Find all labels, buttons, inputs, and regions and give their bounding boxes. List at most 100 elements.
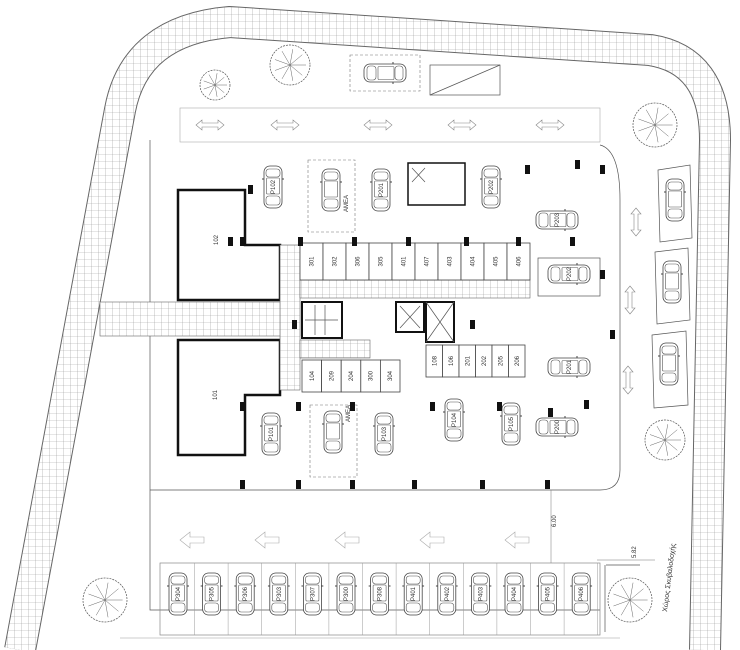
- parking-space: P104: [443, 398, 465, 442]
- storage-room: 404: [460, 242, 485, 281]
- parking-space-label: P306: [243, 586, 249, 601]
- storage-room: 201: [458, 344, 476, 378]
- tree-icon: [607, 577, 653, 623]
- parking-space: P102: [262, 165, 284, 209]
- direction-arrow-icon: [535, 119, 565, 131]
- storage-room: 300: [360, 359, 381, 393]
- column: [548, 408, 553, 417]
- tree-icon: [82, 577, 128, 623]
- column: [406, 237, 411, 246]
- storage-room: 302: [322, 242, 347, 281]
- parking-space-label: P201: [567, 359, 573, 374]
- parking-space-label: P200: [555, 419, 561, 434]
- tree-icon: [199, 69, 231, 101]
- unit-label: 101: [213, 389, 219, 400]
- storage-room: 301: [299, 242, 324, 281]
- column: [497, 402, 502, 411]
- parking-space-label: P405: [546, 586, 552, 601]
- column: [575, 160, 580, 169]
- direction-arrow-icon: [504, 531, 530, 549]
- parking-space: P201: [547, 356, 591, 378]
- storage-room: 406: [506, 242, 531, 281]
- column: [296, 480, 301, 489]
- parking-space-label: P308: [378, 586, 384, 601]
- parking-space: P103: [373, 412, 395, 456]
- service-room: [407, 162, 466, 206]
- accessible-parking-space: [322, 410, 344, 454]
- parking-space-label: P102: [271, 179, 277, 194]
- column: [412, 480, 417, 489]
- storage-label: 401: [402, 256, 408, 267]
- car-icon: [322, 410, 344, 454]
- unit-label: 102: [214, 234, 220, 245]
- parking-space-label: P304: [176, 586, 182, 601]
- trees: [82, 44, 686, 623]
- column: [298, 237, 303, 246]
- storage-label: 205: [498, 355, 504, 366]
- parking-space-label: P103: [382, 426, 388, 441]
- parking-space: P308: [368, 572, 391, 616]
- column: [240, 480, 245, 489]
- column: [600, 270, 605, 279]
- storage-room: 405: [483, 242, 508, 281]
- drive-lane-top: [179, 107, 601, 143]
- parking-space-label: P203: [555, 212, 561, 227]
- direction-arrow-icon: [254, 531, 280, 549]
- column: [228, 237, 233, 246]
- accessible-parking-space: [320, 168, 342, 212]
- parking-space-label: P105: [509, 416, 515, 431]
- column: [545, 480, 550, 489]
- column: [480, 480, 485, 489]
- direction-arrow-icon: [419, 531, 445, 549]
- parking-space: P306: [234, 572, 257, 616]
- parking-space: P101: [260, 412, 282, 456]
- parking-space-label: P303: [277, 586, 283, 601]
- direction-arrow-icon: [270, 119, 300, 131]
- parking-space-label: P403: [478, 586, 484, 601]
- storage-label: 404: [471, 256, 477, 267]
- parking-space: P305: [200, 572, 223, 616]
- parking-space: P200: [535, 416, 579, 438]
- parking-space-label: P101: [269, 426, 275, 441]
- parking-space: P105: [500, 402, 522, 446]
- parking-space: P303: [267, 572, 290, 616]
- storage-room: 209: [321, 359, 342, 393]
- storage-room: 104: [301, 359, 323, 393]
- storage-room: 205: [491, 344, 509, 378]
- column: [350, 402, 355, 411]
- ramp: [429, 64, 501, 96]
- storage-room: 304: [379, 359, 401, 393]
- column: [430, 402, 435, 411]
- parking-space-label: P307: [310, 586, 316, 601]
- storage-label: 104: [310, 370, 316, 381]
- amea-label: AMEA: [346, 405, 352, 422]
- parking-space: P406: [570, 572, 593, 616]
- direction-arrow-icon: [447, 119, 477, 131]
- car-icon: [661, 260, 683, 304]
- storage-room: 401: [391, 242, 416, 281]
- columns: [228, 160, 615, 489]
- storage-room: 108: [425, 344, 443, 378]
- parking-space: P401: [402, 572, 425, 616]
- entrance-walkway: [99, 301, 301, 337]
- direction-arrow-icon: [179, 531, 205, 549]
- storage-label: 108: [432, 355, 438, 366]
- parking-space-label: P402: [445, 586, 451, 601]
- storage-room: 106: [442, 344, 460, 378]
- parking-space-label: P202: [489, 179, 495, 194]
- dimension-label: 5.82: [632, 546, 638, 558]
- storage-label: 204: [349, 370, 355, 381]
- storage-room: 305: [368, 242, 393, 281]
- parking-space-label: P401: [411, 586, 417, 601]
- column: [464, 237, 469, 246]
- storage-label: 305: [379, 256, 385, 267]
- parking-space: P405: [536, 572, 559, 616]
- storage-label: 106: [449, 355, 455, 366]
- parking-space-label: P404: [512, 586, 518, 601]
- dimension-label: 6.00: [552, 515, 558, 527]
- parking-space-label: P406: [579, 586, 585, 601]
- column: [292, 320, 297, 329]
- column: [525, 165, 530, 174]
- direction-arrow-icon: [630, 207, 642, 237]
- storage-label: 301: [310, 256, 316, 267]
